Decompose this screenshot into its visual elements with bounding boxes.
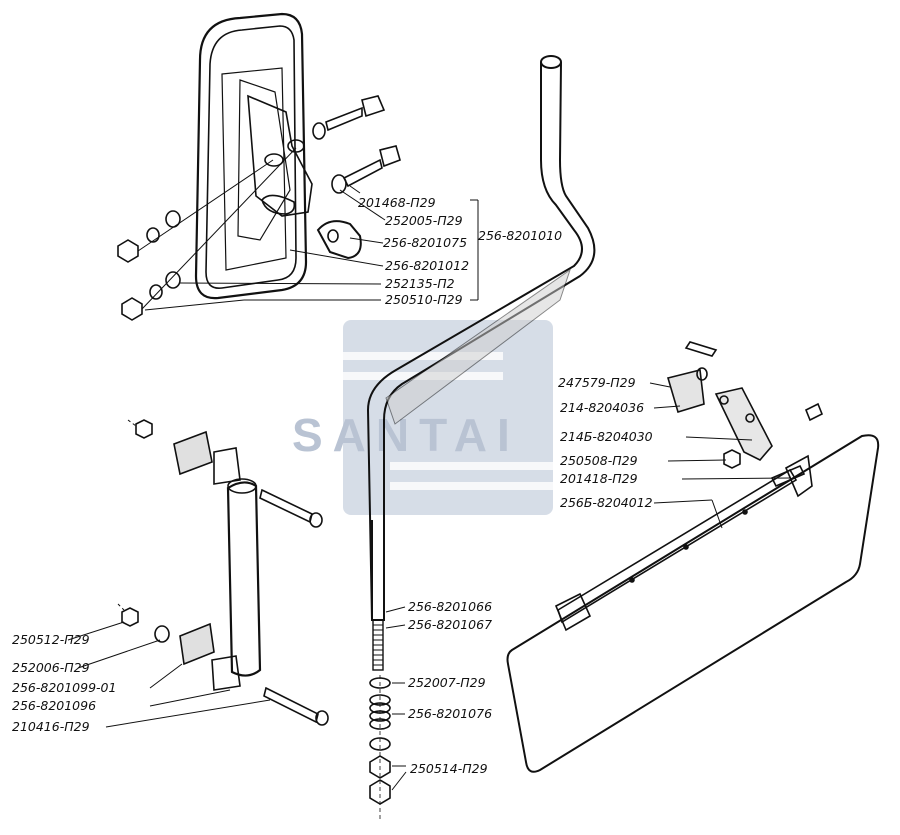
label-bolt-201418: 201418-П29 bbox=[560, 471, 638, 486]
label-bolt-210416: 210416-П29 bbox=[12, 719, 90, 734]
mirror-arm-rod bbox=[366, 55, 596, 671]
mirror-housing bbox=[194, 12, 313, 300]
label-bracket-8201099: 256-8201099-01 bbox=[12, 680, 117, 695]
label-screw-247579: 247579-П29 bbox=[558, 375, 636, 390]
label-hinge-8204036: 214-8204036 bbox=[560, 400, 645, 415]
label-washer-252135: 252135-П2 bbox=[385, 276, 455, 291]
label-nut-250512: 250512-П29 bbox=[12, 632, 90, 647]
label-spring-8201076: 256-8201076 bbox=[408, 706, 493, 721]
label-bracket-8201012: 256-8201012 bbox=[385, 258, 470, 273]
label-nut-250510: 250510-П29 bbox=[385, 292, 463, 307]
mirror-leader-lines bbox=[137, 147, 479, 311]
handle-leader-lines bbox=[67, 621, 271, 728]
label-mirror-lever-link: 256-8201010 bbox=[478, 228, 563, 243]
label-nut-250514: 250514-П29 bbox=[410, 761, 488, 776]
label-hinge-8204030: 214Б-8204030 bbox=[560, 429, 653, 444]
handle-assembly bbox=[117, 419, 329, 726]
label-washer-252005: 252005-П29 bbox=[385, 213, 463, 228]
visor-hinges bbox=[666, 341, 824, 488]
label-washer-252006: 252006-П29 bbox=[12, 660, 90, 675]
label-washer-252007: 252007-П29 bbox=[408, 675, 486, 690]
label-rod-8201066: 256-8201066 bbox=[408, 599, 493, 614]
mirror-nuts-left bbox=[117, 210, 181, 321]
label-rod-8201067: 256-8201067 bbox=[408, 617, 493, 632]
label-clamp-8201075: 256-8201075 bbox=[383, 235, 468, 250]
rod-leader-lines bbox=[385, 606, 407, 791]
visor-leader-lines bbox=[649, 382, 791, 529]
sun-visor bbox=[506, 434, 880, 773]
label-nut-250508: 250508-П29 bbox=[560, 453, 638, 468]
label-bracket-8201096: 256-8201096 bbox=[12, 698, 97, 713]
label-bolt-201468: 201468-П29 bbox=[358, 195, 436, 210]
mirror-bolts bbox=[312, 95, 401, 260]
rod-stack-parts bbox=[369, 675, 391, 820]
label-visor-8204012: 256Б-8204012 bbox=[560, 495, 653, 510]
